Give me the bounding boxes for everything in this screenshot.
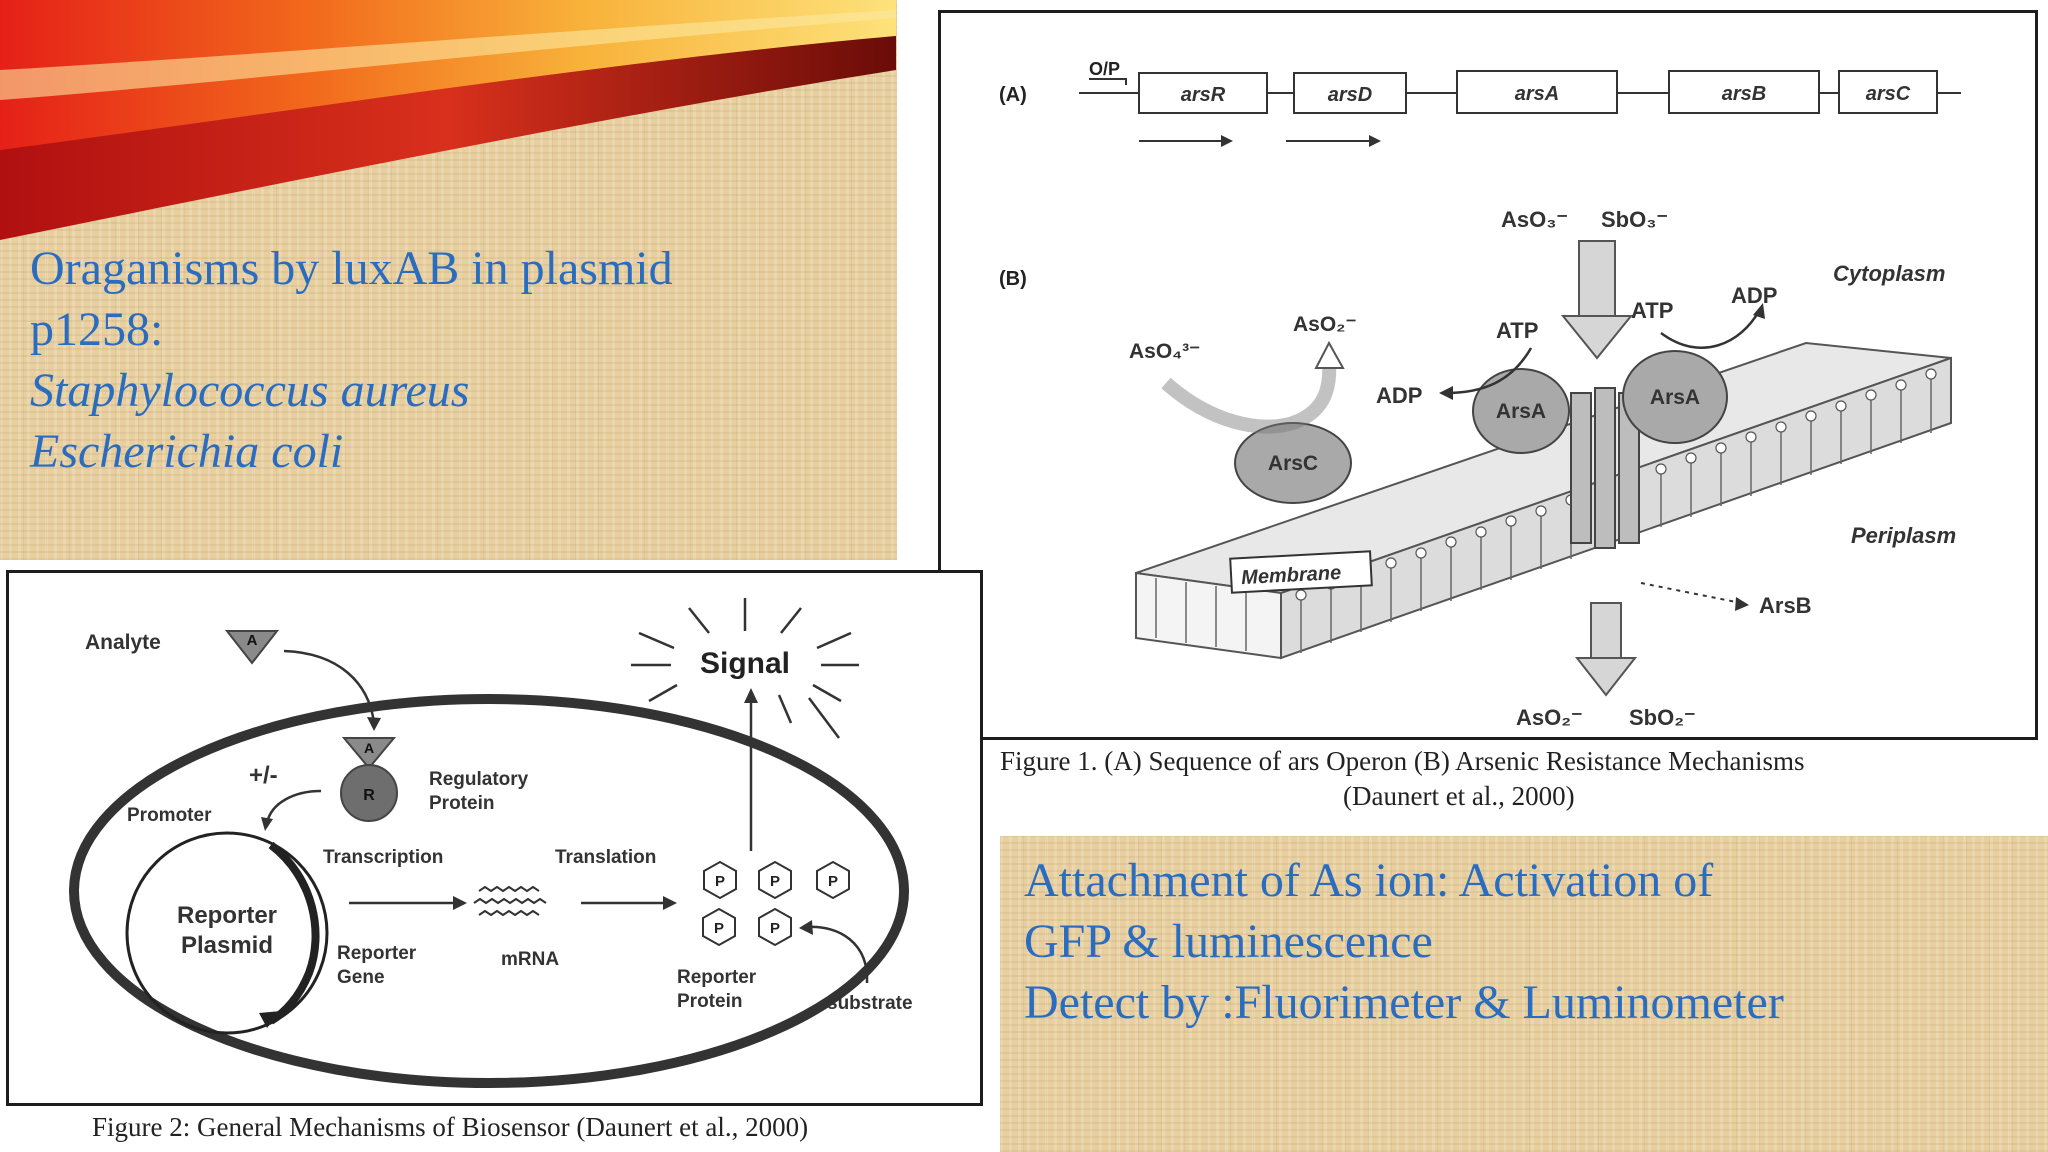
- plus-minus-label: +/-: [249, 762, 278, 789]
- arsc-protein: [1234, 422, 1352, 504]
- reporter-protein-group: [702, 860, 850, 947]
- figure-2-caption: Figure 2: General Mechanisms of Biosenso…: [92, 1112, 809, 1142]
- bound-analyte-icon: [341, 737, 397, 770]
- adp-right: ADP: [1731, 283, 1777, 308]
- analyte-mark: A: [247, 632, 258, 649]
- gene-arsA-box: [1456, 70, 1618, 114]
- cell-outline: [69, 694, 909, 1088]
- detection-line-3: Detect by :Fluorimeter & Luminometer: [1024, 976, 1784, 1029]
- translation-label: Translation: [555, 847, 656, 868]
- reporter-gene-label-1: Reporter: [337, 943, 417, 964]
- reporter-plasmid-label-1: Reporter: [177, 902, 277, 929]
- gene-arsD-box: [1293, 72, 1407, 114]
- gene-arsB: arsB: [1722, 83, 1766, 105]
- input-aso3: AsO₃⁻: [1501, 207, 1568, 232]
- op-label: O/P: [1089, 59, 1120, 79]
- atp-right: ATP: [1631, 298, 1673, 323]
- arsa-left-protein: [1472, 368, 1570, 454]
- organisms-line-1: Oraganisms by luxAB in plasmid: [30, 242, 673, 295]
- protein-mark-5: P: [770, 920, 780, 937]
- analyte-label: Analyte: [85, 631, 161, 654]
- figure-1-caption-citation: (Daunert et al., 2000): [1343, 781, 1575, 811]
- regulatory-protein-mark: R: [363, 787, 375, 804]
- protein-mark-3: P: [828, 873, 838, 890]
- detection-line-2: GFP & luminescence: [1024, 915, 1433, 968]
- output-aso2: AsO₂⁻: [1516, 705, 1583, 730]
- output-sbo2: SbO₂⁻: [1629, 705, 1696, 730]
- substrate-label: substrate: [827, 993, 913, 1014]
- protein-mark-4: P: [714, 920, 724, 937]
- output-arrow-icon: [1574, 602, 1638, 697]
- arsc-label: ArsC: [1268, 452, 1318, 475]
- organism-staphylococcus: Staphylococcus aureus: [30, 364, 470, 417]
- cytoplasm-label: Cytoplasm: [1833, 261, 1945, 286]
- regulatory-label-2: Protein: [429, 793, 494, 814]
- panel-a-label: (A): [999, 84, 1027, 106]
- atp-left: ATP: [1496, 318, 1538, 343]
- reporter-plasmid-label-2: Plasmid: [181, 932, 273, 959]
- gene-arsR: arsR: [1181, 84, 1226, 106]
- figure-2-frame: Analyte A A R Regulatory Protein +/- Pro…: [6, 570, 983, 1106]
- analyte-triangle-icon: [224, 630, 280, 665]
- reporter-protein-label-1: Reporter: [677, 967, 757, 988]
- membrane-label: Membrane: [1241, 562, 1342, 589]
- adp-left: ADP: [1376, 383, 1422, 408]
- reporter-plasmid-circle: [125, 831, 329, 1035]
- decorative-swoosh: [0, 0, 896, 240]
- reporter-protein-label-2: Protein: [677, 991, 742, 1012]
- arsa-right-label: ArsA: [1650, 386, 1700, 409]
- aso2-label: AsO₂⁻: [1293, 313, 1357, 336]
- gene-arsA: arsA: [1515, 83, 1559, 105]
- aso4-label: AsO₄³⁻: [1129, 340, 1200, 363]
- regulatory-protein-icon: [340, 764, 398, 822]
- gene-arsC: arsC: [1866, 83, 1911, 105]
- gene-arsD: arsD: [1328, 84, 1372, 106]
- detection-text: Attachment of As ion: Activation of GFP …: [1024, 850, 2034, 1033]
- input-sbo3: SbO₃⁻: [1601, 207, 1668, 232]
- gene-arsC-box: [1838, 70, 1938, 114]
- detection-line-1: Attachment of As ion: Activation of: [1024, 854, 1714, 907]
- arsa-right-protein: [1622, 350, 1728, 444]
- panel-b-label: (B): [999, 268, 1027, 290]
- arsb-label: ArsB: [1759, 593, 1812, 618]
- signal-rays-icon: [631, 598, 859, 739]
- transcription-label: Transcription: [323, 847, 443, 868]
- protein-mark-1: P: [715, 873, 725, 890]
- organism-escherichia: Escherichia coli: [30, 425, 344, 478]
- conversion-arrow-in: [1161, 377, 1296, 434]
- membrane-label-box: [1229, 550, 1373, 594]
- periplasm-label: Periplasm: [1851, 523, 1956, 548]
- bound-analyte-mark: A: [364, 740, 374, 756]
- figure-2-diagram: Analyte A A R Regulatory Protein +/- Pro…: [69, 598, 913, 1088]
- signal-label: Signal: [700, 647, 790, 680]
- gene-arsR-box: [1138, 72, 1268, 114]
- regulatory-label-1: Regulatory: [429, 769, 529, 790]
- organisms-line-2: p1258:: [30, 303, 164, 356]
- promoter-label: Promoter: [127, 805, 212, 826]
- reporter-gene-label-2: Gene: [337, 967, 385, 988]
- mrna-label: mRNA: [501, 949, 559, 970]
- gene-arsB-box: [1668, 70, 1820, 114]
- figure-1-caption: Figure 1. (A) Sequence of ars Operon (B)…: [1000, 746, 1805, 776]
- arsa-left-label: ArsA: [1496, 400, 1546, 423]
- conversion-arrow-out: [1290, 362, 1337, 430]
- detection-panel: [1000, 836, 2048, 1152]
- organisms-text: Oraganisms by luxAB in plasmid p1258: St…: [30, 238, 890, 482]
- protein-mark-2: P: [770, 873, 780, 890]
- figure-1-frame: (A) O/P arsR arsD arsA arsB arsC (B) AsO…: [938, 10, 2038, 740]
- mrna-strands: [473, 885, 547, 917]
- arsb-channel: [1570, 387, 1640, 549]
- figure-1-diagram: (A) O/P arsR arsD arsA arsB arsC (B) AsO…: [999, 59, 1961, 730]
- input-arrow-icon: [1560, 240, 1634, 360]
